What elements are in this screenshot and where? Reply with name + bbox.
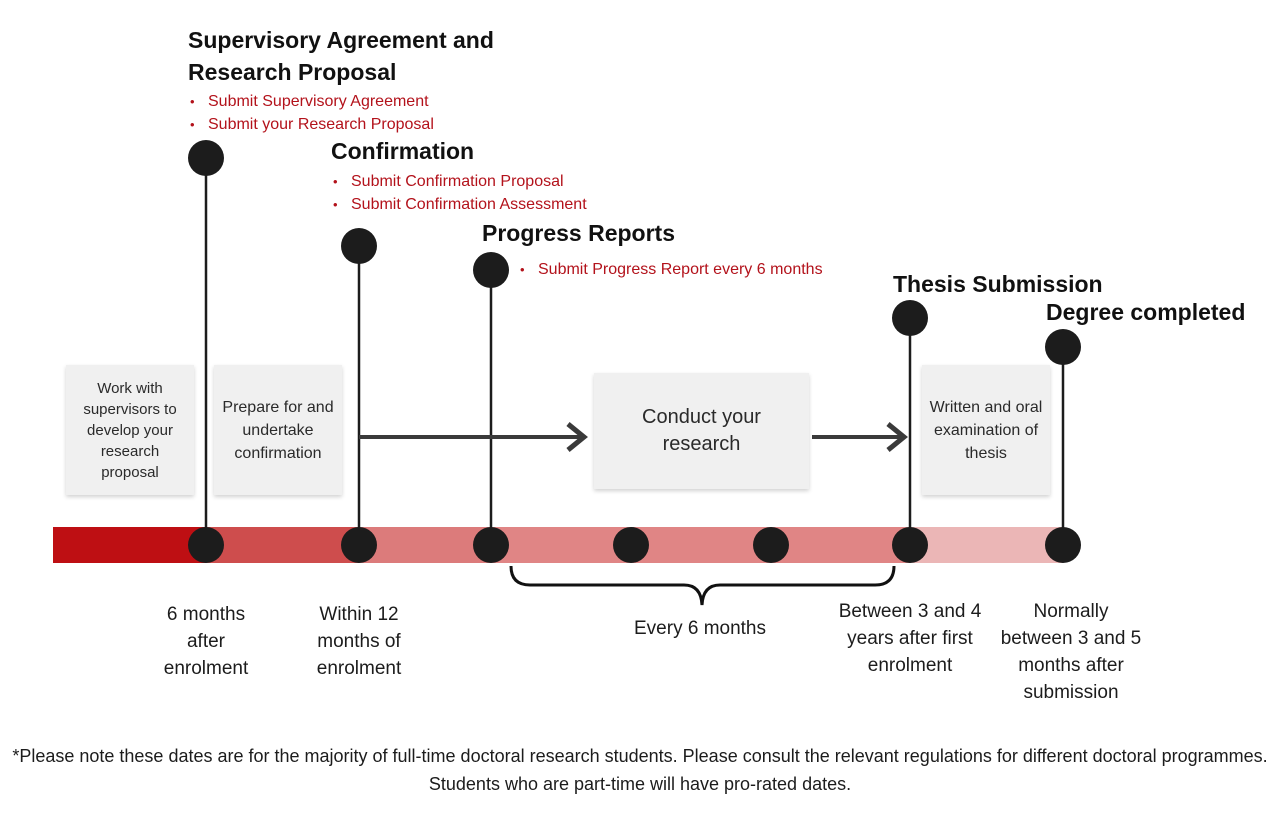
task-item: Submit Confirmation Assessment xyxy=(331,193,587,216)
timeline-node-2 xyxy=(341,527,377,563)
footnote: *Please note these dates are for the maj… xyxy=(12,746,1268,794)
activity-text: Prepare for and undertake confirmation xyxy=(222,398,334,462)
stage-title-degree-completed: Degree completed xyxy=(1046,299,1246,325)
arrow-to-research xyxy=(359,422,588,452)
stage-confirmation: Confirmation Submit Confirmation Proposa… xyxy=(331,135,587,216)
timeline-segment-5 xyxy=(910,527,1063,563)
task-item: Submit Progress Report every 6 months xyxy=(518,258,823,281)
timeline-node-7 xyxy=(1045,527,1081,563)
timeline-segment-3 xyxy=(359,527,491,563)
stage-title-thesis-submission: Thesis Submission xyxy=(893,271,1103,297)
stage-title: Confirmation xyxy=(331,138,475,164)
milestone-node-3 xyxy=(473,252,509,288)
timeline-segment-1 xyxy=(53,527,206,563)
arrow-to-submission xyxy=(812,422,908,452)
time-label-within-12-months: Within 12 months of enrolment xyxy=(316,604,402,679)
milestone-node-5 xyxy=(1045,329,1081,365)
milestone-node-1 xyxy=(188,140,224,176)
timeline-node-5 xyxy=(753,527,789,563)
timeline-segment-4 xyxy=(491,527,910,563)
activity-text: Conduct your research xyxy=(642,406,761,455)
task-list: Submit Confirmation Proposal Submit Conf… xyxy=(331,170,587,216)
time-label-6-months: 6 months after enrolment xyxy=(163,604,249,679)
task-item: Submit Confirmation Proposal xyxy=(331,170,587,193)
time-label-every-6-months: Every 6 months xyxy=(634,618,766,639)
progress-task-list: Submit Progress Report every 6 months xyxy=(518,258,823,281)
milestone-node-4 xyxy=(892,300,928,336)
time-label-3-to-5-months: Normally between 3 and 5 months after su… xyxy=(1000,601,1142,703)
time-label-3-to-4-years: Between 3 and 4 years after first enrolm… xyxy=(838,601,982,676)
milestone-node-2 xyxy=(341,228,377,264)
timeline-node-3 xyxy=(473,527,509,563)
activity-text: Written and oral examination of thesis xyxy=(929,398,1043,462)
stage-title: Supervisory Agreement and Research Propo… xyxy=(188,27,494,85)
activity-card-research: Conduct your research xyxy=(594,373,809,489)
task-item: Submit your Research Proposal xyxy=(188,113,528,136)
timeline-node-6 xyxy=(892,527,928,563)
activity-card-confirmation: Prepare for and undertake confirmation xyxy=(214,365,342,495)
timeline-node-4 xyxy=(613,527,649,563)
activity-text: Work with supervisors to develop your re… xyxy=(83,379,177,481)
timeline-node-1 xyxy=(188,527,224,563)
timeline-segment-2 xyxy=(206,527,359,563)
activity-card-examination: Written and oral examination of thesis xyxy=(922,365,1050,495)
task-item: Submit Supervisory Agreement xyxy=(188,90,528,113)
stage-title-progress-reports: Progress Reports xyxy=(482,220,676,246)
activity-card-proposal: Work with supervisors to develop your re… xyxy=(66,365,194,495)
task-list: Submit Supervisory Agreement Submit your… xyxy=(188,90,528,136)
stage-supervisory-agreement: Supervisory Agreement and Research Propo… xyxy=(188,24,528,136)
every-six-months-brace xyxy=(509,565,896,606)
